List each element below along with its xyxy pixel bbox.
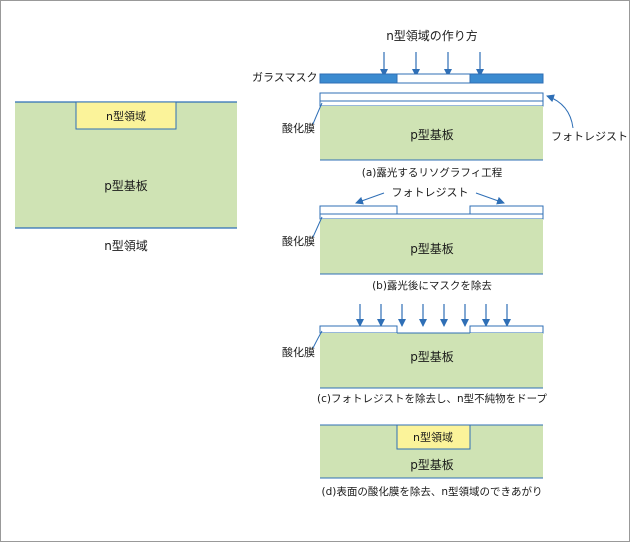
left-diagram: n型領域 p型基板 n型領域 xyxy=(15,101,237,253)
substrate-c-label: p型基板 xyxy=(410,350,454,364)
photoresist-right-b xyxy=(469,205,544,215)
substrate-a xyxy=(320,106,543,160)
substrate-b xyxy=(320,219,543,274)
oxide-label-b: 酸化膜 xyxy=(282,234,315,248)
photoresist-layer xyxy=(319,92,544,102)
caption-b: (b)露光後にマスクを除去 xyxy=(372,279,492,292)
photoresist-leader-a xyxy=(546,94,574,129)
glass-mask-opaque-right xyxy=(469,73,544,84)
oxide-leader-a xyxy=(312,102,323,125)
glass-mask-opaque-left xyxy=(319,73,398,84)
photoresist-label-b: フォトレジスト xyxy=(392,186,469,199)
n-region-d xyxy=(396,424,471,450)
photoresist-label-a: フォトレジスト xyxy=(551,130,628,143)
step-b: フォトレジスト p型基板 酸化膜 (b)露光後にマスクを除去 xyxy=(282,186,544,292)
step-a: ガラスマスク p型基板 酸化膜 フォトレジスト (a)露光するリソグラフィ工程 xyxy=(252,52,628,179)
oxide-layer xyxy=(319,100,544,107)
oxide-left-c xyxy=(319,325,398,334)
substrate-b-label: p型基板 xyxy=(410,242,454,256)
oxide-leader-c xyxy=(312,330,323,349)
substrate-d-label: p型基板 xyxy=(410,458,454,472)
oxide-layer-b xyxy=(319,213,544,220)
oxide-label-c: 酸化膜 xyxy=(282,345,315,359)
photoresist-left-b xyxy=(319,205,398,215)
caption-c: (c)フォトレジストを除去し、n型不純物をドープ xyxy=(317,392,547,405)
photoresist-arrow-right xyxy=(475,192,505,205)
n-region-d-label: n型領域 xyxy=(413,430,453,444)
right-title: n型領域の作り方 xyxy=(386,28,478,43)
caption-a: (a)露光するリソグラフィ工程 xyxy=(362,166,503,179)
oxide-right-c xyxy=(469,325,544,334)
oxide-label-a: 酸化膜 xyxy=(282,121,315,135)
left-n-region xyxy=(75,101,177,130)
left-caption: n型領域 xyxy=(104,238,148,253)
step-d: n型領域 p型基板 (d)表面の酸化膜を除去、n型領域のできあがり xyxy=(320,424,543,498)
left-substrate-label: p型基板 xyxy=(104,179,148,193)
glass-mask-label: ガラスマスク xyxy=(252,71,317,84)
step-c: p型基板 酸化膜 (c)フォトレジストを除去し、n型不純物をドープ xyxy=(282,304,547,405)
photoresist-arrow-left xyxy=(355,192,385,205)
oxide-leader-b xyxy=(312,216,323,238)
substrate-a-label: p型基板 xyxy=(410,128,454,142)
left-n-region-label: n型領域 xyxy=(106,109,146,123)
caption-d: (d)表面の酸化膜を除去、n型領域のできあがり xyxy=(321,485,542,498)
substrate-c xyxy=(320,333,543,388)
